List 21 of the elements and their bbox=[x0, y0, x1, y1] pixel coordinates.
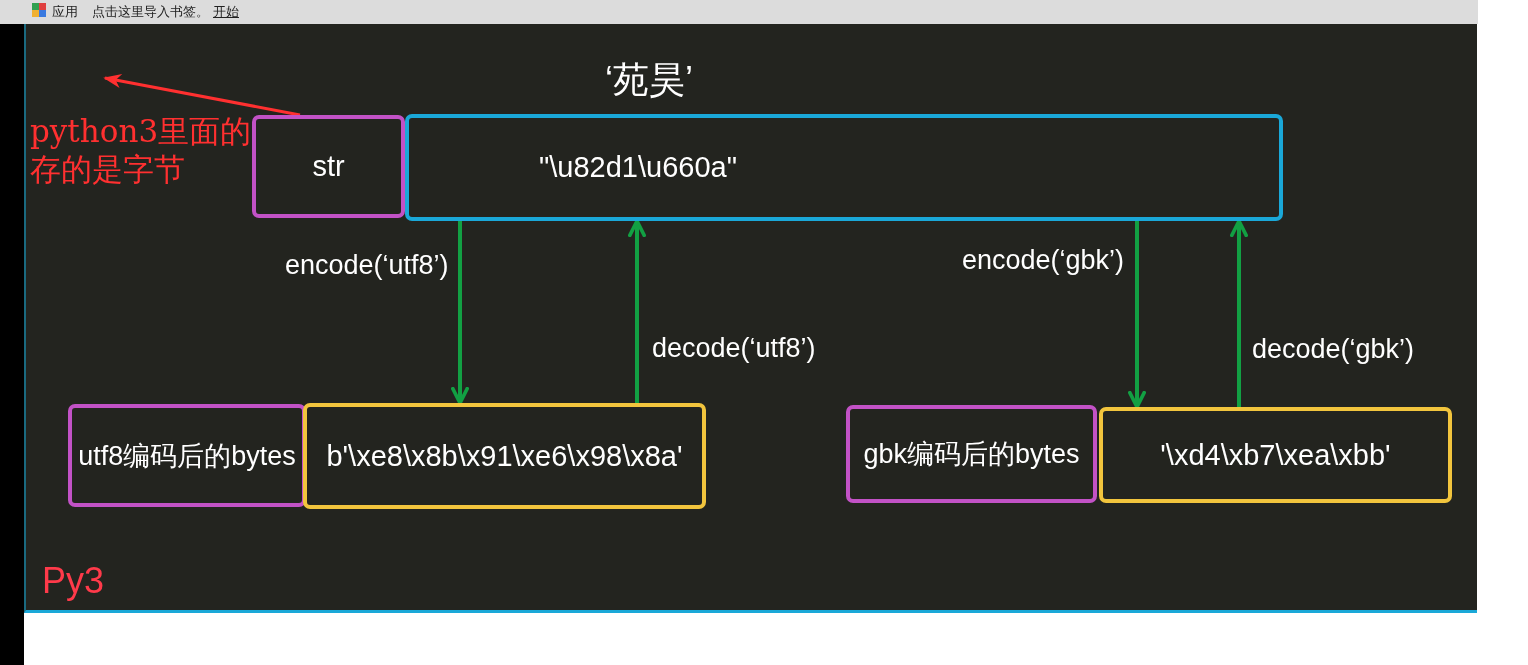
type-box: gbk编码后的bytes bbox=[846, 405, 1097, 503]
arrow bbox=[451, 221, 469, 405]
arrow bbox=[628, 219, 646, 403]
bytes-box: '\xd4\xb7\xea\xbb' bbox=[1099, 407, 1452, 503]
arrow bbox=[1230, 219, 1248, 407]
bookmark-link: 开始 bbox=[213, 3, 239, 21]
bookmark-text: 应用 bbox=[52, 3, 78, 21]
bytes-box: b'\xe8\x8b\x91\xe6\x98\x8a' bbox=[303, 403, 706, 509]
pointer-arrow bbox=[103, 73, 301, 117]
string-box: "\u82d1\u660a" bbox=[405, 114, 1283, 221]
edge-label: encode(‘utf8’) bbox=[285, 250, 449, 281]
type-box: str bbox=[252, 115, 405, 218]
type-box: utf8编码后的bytes bbox=[68, 404, 306, 507]
title: ‘苑昊’ bbox=[605, 58, 693, 102]
bookmark-text: 点击这里导入书签。 bbox=[92, 3, 209, 21]
edge-label: decode(‘gbk’) bbox=[1252, 334, 1415, 365]
annotation-text: python3里面的存的是字节 bbox=[30, 112, 253, 188]
edge-label: encode(‘gbk’) bbox=[962, 245, 1125, 276]
arrow bbox=[1128, 221, 1146, 409]
edge-label: decode(‘utf8’) bbox=[652, 333, 816, 364]
slide-tag: Py3 bbox=[42, 560, 105, 602]
